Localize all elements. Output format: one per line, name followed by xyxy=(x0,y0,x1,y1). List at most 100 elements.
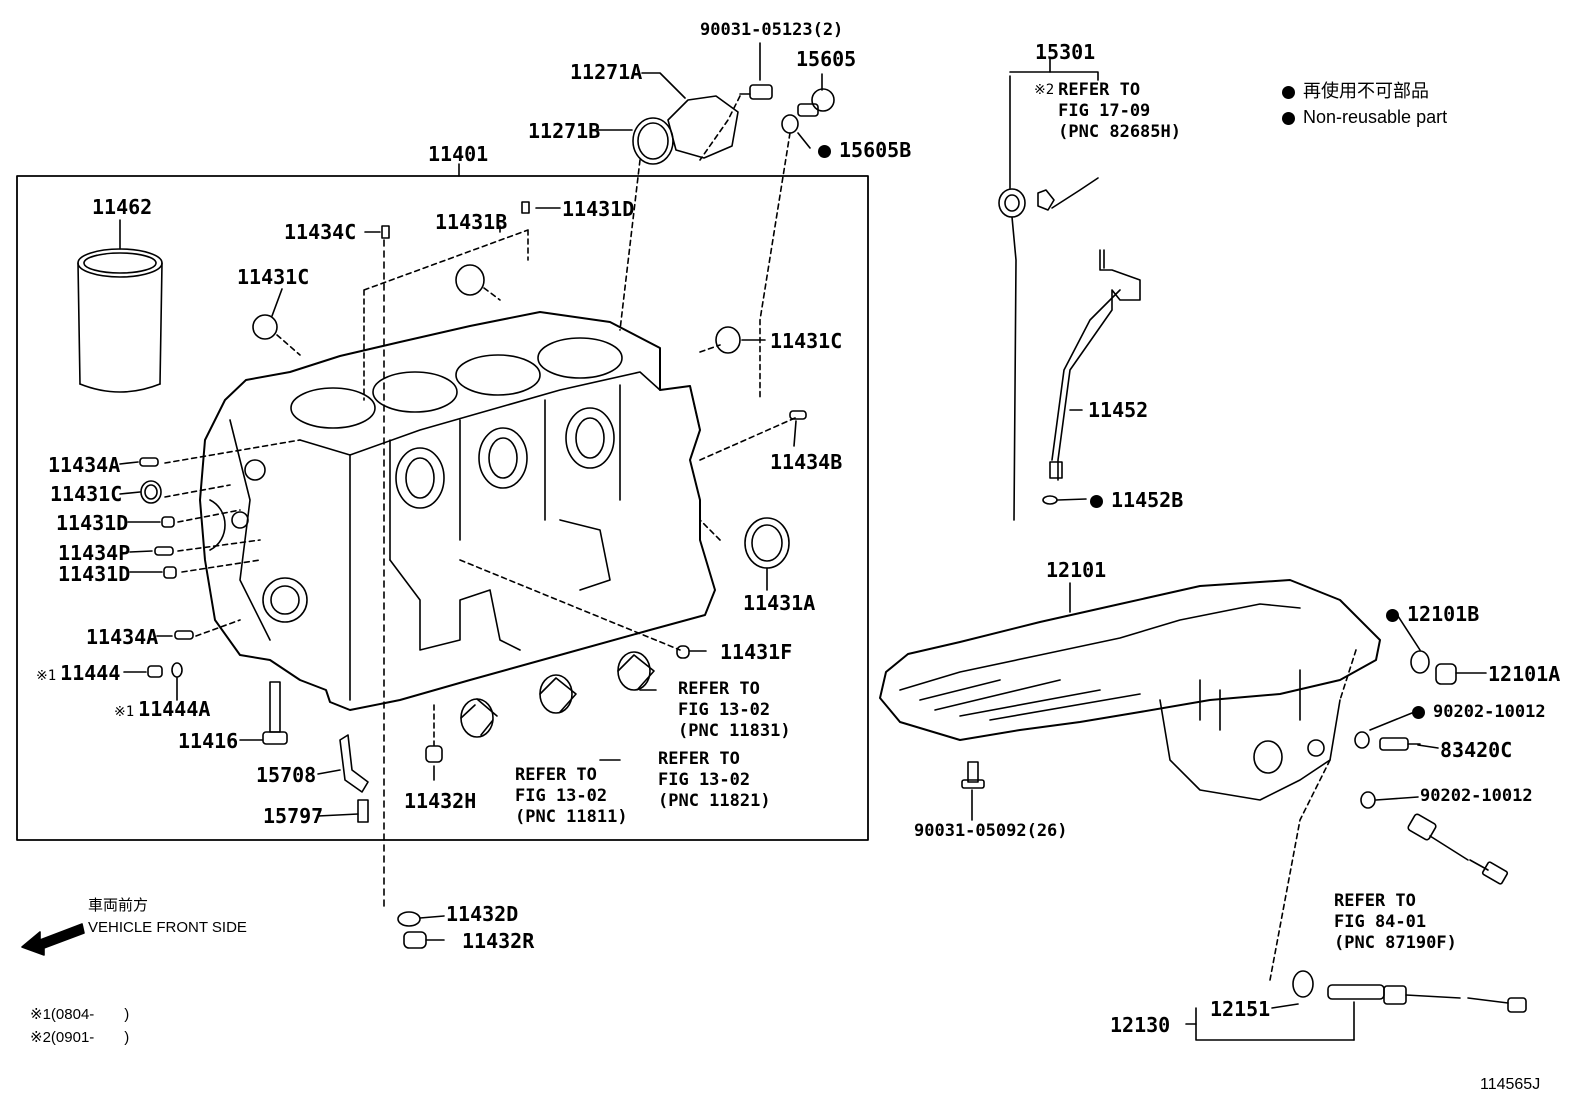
label-90031-05092[interactable]: 90031-05092(26) xyxy=(914,821,1068,841)
label-83420C[interactable]: 83420C xyxy=(1440,738,1513,762)
label-11401[interactable]: 11401 xyxy=(428,142,489,166)
footnote-1-mark: ※1 xyxy=(30,1006,51,1023)
label-11432R[interactable]: 11432R xyxy=(462,929,535,953)
guide-11452-shape xyxy=(1049,249,1141,481)
bearing-11831-shape xyxy=(617,651,655,691)
non-reusable-dot-icon xyxy=(1090,495,1103,508)
cover-11271A-shape xyxy=(667,95,739,159)
label-12101B-text: 12101B xyxy=(1407,602,1480,626)
label-11444-text: 11444 xyxy=(60,661,121,685)
bolt-90031-05092-shape xyxy=(961,761,985,789)
label-11452[interactable]: 11452 xyxy=(1088,398,1149,422)
label-11431C-left[interactable]: 11431C xyxy=(237,265,310,289)
oil-pan-12101-shape xyxy=(879,579,1381,801)
pin-11434C-shape xyxy=(381,225,390,239)
label-11434A-1[interactable]: 11434A xyxy=(48,453,121,477)
label-15708[interactable]: 15708 xyxy=(256,763,317,787)
bolt-90031-05123-shape xyxy=(739,84,773,100)
label-11434A-2[interactable]: 11434A xyxy=(86,625,159,649)
label-11431D-top[interactable]: 11431D xyxy=(562,197,635,221)
plug-15605-shape xyxy=(797,88,835,117)
footnote-mark-1b: ※1 xyxy=(114,704,135,720)
label-11271B[interactable]: 11271B xyxy=(528,119,601,143)
label-12101B[interactable]: 12101B xyxy=(1386,603,1479,625)
label-11432H[interactable]: 11432H xyxy=(404,789,477,813)
label-11434B[interactable]: 11434B xyxy=(770,450,843,474)
cylinder-liner-shape xyxy=(77,219,163,393)
label-15301[interactable]: 15301 xyxy=(1035,40,1096,64)
label-11416[interactable]: 11416 xyxy=(178,729,239,753)
label-11271A[interactable]: 11271A xyxy=(570,60,643,84)
label-11434P[interactable]: 11434P xyxy=(58,541,131,565)
gasket-11271B-shape xyxy=(632,117,674,165)
label-90031-05123[interactable]: 90031-05123(2) xyxy=(700,20,844,40)
label-11431A[interactable]: 11431A xyxy=(743,591,816,615)
pin-11434A-1-shape xyxy=(139,457,159,467)
non-reusable-dot-icon xyxy=(1282,111,1295,125)
label-11431C-side[interactable]: 11431C xyxy=(50,482,123,506)
ring-11444A-shape xyxy=(171,662,183,678)
legend: 再使用不可部品 Non-reusable part xyxy=(1282,78,1447,130)
label-15797[interactable]: 15797 xyxy=(263,804,324,828)
label-15605B[interactable]: 15605B xyxy=(818,139,911,161)
footnote-mark-1: ※1 xyxy=(36,668,57,684)
pin-11434B-shape xyxy=(789,410,807,420)
plug-11431C-side-shape xyxy=(140,480,162,504)
plug-11432D-shape xyxy=(397,911,421,927)
legend-row-jp: 再使用不可部品 xyxy=(1282,78,1447,104)
plug-12101A-shape xyxy=(1435,663,1457,685)
ring-11452B-shape xyxy=(1042,495,1058,505)
footnote-2-text: (0901- ) xyxy=(50,1029,130,1046)
footnote-2: ※2(0901- ) xyxy=(30,1027,129,1048)
front-arrow-shape xyxy=(21,923,85,956)
ref-pnc-82685H-text: REFER TO FIG 17-09 (PNC 82685H) xyxy=(1058,80,1181,142)
ref-pnc-11831[interactable]: REFER TO FIG 13-02 (PNC 11831) xyxy=(678,679,791,741)
label-90202-10012-b[interactable]: 90202-10012 xyxy=(1420,786,1533,806)
plug-11431C-right-shape xyxy=(715,326,741,354)
front-side-en: VEHICLE FRONT SIDE xyxy=(88,919,247,936)
footnote-1-text: (0804- ) xyxy=(50,1006,130,1023)
label-15605[interactable]: 15605 xyxy=(796,47,857,71)
label-11462[interactable]: 11462 xyxy=(92,195,153,219)
gasket-15605B-shape xyxy=(781,114,799,134)
sensor-87190F-shape xyxy=(1407,813,1509,885)
footnote-mark-2: ※2 xyxy=(1034,82,1055,98)
label-90202-10012-a[interactable]: 90202-10012 xyxy=(1412,703,1546,722)
ref-pnc-87190F[interactable]: REFER TO FIG 84-01 (PNC 87190F) xyxy=(1334,891,1457,953)
block-group-frame xyxy=(16,175,869,841)
sensor-83420C-shape xyxy=(1379,737,1421,751)
label-15605B-text: 15605B xyxy=(839,138,912,162)
label-11434C[interactable]: 11434C xyxy=(284,220,357,244)
label-90202-10012-a-text: 90202-10012 xyxy=(1433,702,1546,722)
plug-11431C-left-shape xyxy=(252,314,278,340)
label-12151[interactable]: 12151 xyxy=(1210,997,1271,1021)
label-11432D[interactable]: 11432D xyxy=(446,902,519,926)
label-11431F[interactable]: 11431F xyxy=(720,640,793,664)
bolt-11416-shape xyxy=(262,681,288,745)
label-11431C-right[interactable]: 11431C xyxy=(770,329,843,353)
legend-en: Non-reusable part xyxy=(1303,107,1448,127)
label-12130[interactable]: 12130 xyxy=(1110,1013,1171,1037)
label-12101A[interactable]: 12101A xyxy=(1488,662,1561,686)
footnote-1: ※1(0804- ) xyxy=(30,1004,129,1025)
plug-11444-shape xyxy=(147,665,163,678)
non-reusable-dot-icon xyxy=(1386,609,1399,622)
pin-11431D-1-shape xyxy=(161,516,175,528)
pin-11431D-2-shape xyxy=(163,566,177,579)
bearing-11811-shape xyxy=(460,698,498,738)
label-11452B-text: 11452B xyxy=(1111,488,1184,512)
ref-pnc-11811[interactable]: REFER TO FIG 13-02 (PNC 11811) xyxy=(515,765,628,827)
pin-11434P-shape xyxy=(154,546,174,556)
label-11431D-1[interactable]: 11431D xyxy=(56,511,129,535)
label-11431D-2[interactable]: 11431D xyxy=(58,562,131,586)
label-12101[interactable]: 12101 xyxy=(1046,558,1107,582)
label-11452B[interactable]: 11452B xyxy=(1090,489,1183,511)
non-reusable-dot-icon xyxy=(818,145,831,158)
label-11431B[interactable]: 11431B xyxy=(435,210,508,234)
legend-jp: 再使用不可部品 xyxy=(1303,81,1429,101)
ref-pnc-11821[interactable]: REFER TO FIG 13-02 (PNC 11821) xyxy=(658,749,771,811)
